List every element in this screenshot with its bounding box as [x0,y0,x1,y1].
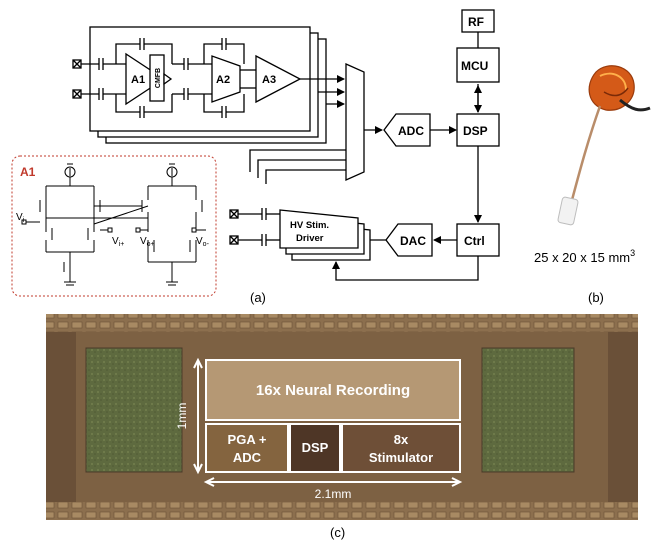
chip-dimension-labels: 1mm 2.1mm [175,403,351,501]
vi-minus-label: Vi- [16,212,27,224]
stim-label-line2: Stimulator [369,450,433,465]
amp-a1 [125,52,166,106]
mcu-label: MCU [461,59,488,73]
neural-label: 16x Neural Recording [256,382,410,399]
stim-terminal-top [229,208,280,220]
inset-title: A1 [20,165,36,179]
input-terminal-top [72,59,99,69]
dac-block [385,223,433,257]
dac-label: DAC [400,234,426,248]
vo-plus-label: Vo+ [140,236,155,248]
chip-dsp-label: DSP [302,440,329,455]
vo-minus-label: Vo- [196,236,210,248]
pga-label-line2: ADC [233,450,262,465]
cmfb-label: CMFB [155,68,162,88]
dsp-label: DSP [463,124,488,138]
inset-pin-labels: Vi- Vi+ Vo+ Vo- [16,212,210,248]
input-terminal-bottom [72,89,99,99]
caption-c: (c) [330,525,346,540]
pga-label-line1: PGA + [228,432,267,447]
dsp-region [289,423,341,473]
stim-terminal-bottom [229,234,280,246]
hv-driver-block [279,209,359,249]
schematic-panel [72,9,500,281]
chip-region-outlines [193,357,463,487]
inset-border [11,155,217,297]
amp-a2-label: A2 [216,74,230,86]
device-connector [557,196,579,226]
caption-b: (b) [588,290,604,305]
device-photo [557,65,651,226]
device-dimensions: 25 x 20 x 15 mm3 [534,248,635,265]
amp-a3 [255,54,302,104]
chip-micrograph [46,314,638,520]
neural-region [205,359,461,421]
neural-array-bg [206,360,460,420]
vi-plus-label: Vi+ [112,236,124,248]
dsp-block [456,113,500,147]
width-label: 2.1mm [315,487,352,501]
amp-a2 [211,55,241,103]
stim-label-line1: 8x [394,432,409,447]
caption-a: (a) [250,290,266,305]
a1-inset: A1 [11,155,217,297]
rf-label: RF [468,15,484,29]
chip-labels: 16x Neural Recording PGA + ADC DSP 8x St… [228,382,434,465]
ctrl-block [456,223,500,257]
amp-a1-label: A1 [131,74,145,86]
amp-a3-label: A3 [262,74,276,86]
left-analog-block [85,347,183,473]
height-label: 1mm [175,403,189,430]
pga-adc-region [205,423,289,473]
ctrl-label: Ctrl [464,234,485,248]
adc-label: ADC [398,124,424,138]
schematic-labels: A1 CMFB A2 A3 ADC DSP MCU RF DAC Ctrl HV… [131,15,488,248]
stimulator-region [341,423,461,473]
hv-driver-label-line1: HV Stim. [290,220,329,231]
mux [345,62,365,182]
hv-driver-label-line2: Driver [296,233,324,244]
device-lead [570,105,602,201]
right-analog-block [481,347,575,473]
